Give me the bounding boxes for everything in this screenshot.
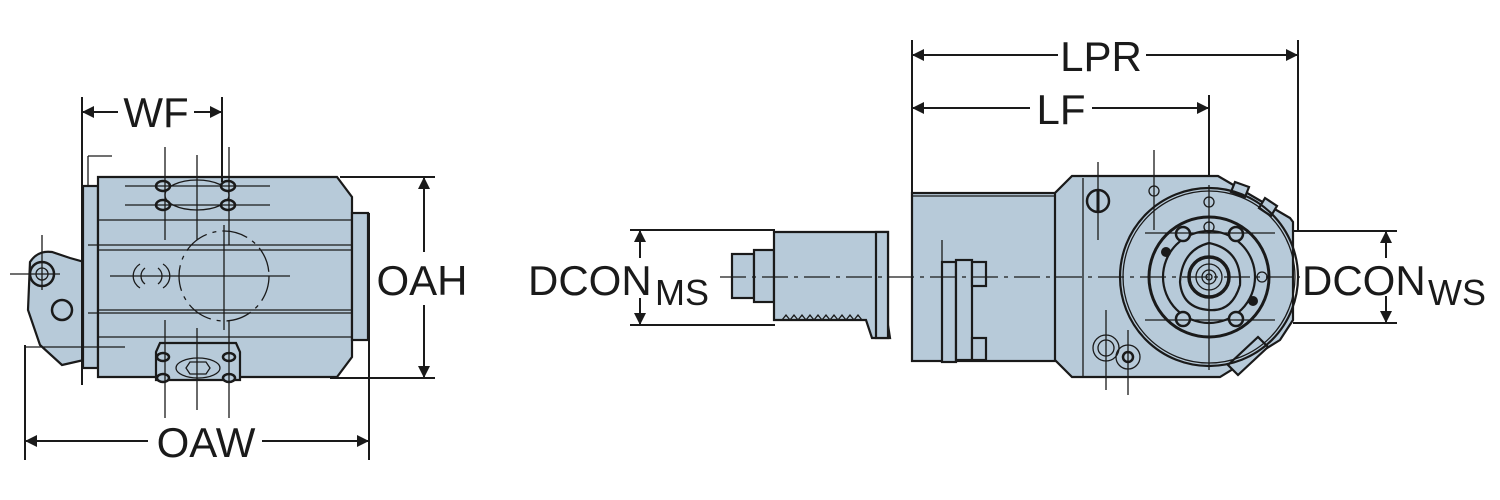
right-flange [350, 211, 370, 342]
dimension-oaw: OAW [24, 213, 370, 466]
label-dcon-ms: DCON [528, 257, 652, 304]
left-flange [81, 184, 100, 370]
label-dcon-ws: DCON [1302, 257, 1426, 304]
label-wf: WF [123, 89, 188, 136]
label-oaw: OAW [157, 419, 256, 466]
label-lf: LF [1036, 86, 1085, 133]
side-view: WF OAH OAW [10, 89, 468, 466]
dimension-wf: WF [81, 89, 223, 385]
front-view: LPR LF DCON MS DCON WS [528, 33, 1486, 395]
shank-tip [730, 252, 756, 300]
dimension-lpr: LPR [911, 33, 1299, 232]
label-dcon-ws-subscript: WS [1428, 272, 1486, 313]
main-body [96, 175, 354, 379]
label-oah: OAH [376, 257, 467, 304]
flange-bolt [970, 260, 988, 288]
shank-cylinder [772, 230, 892, 340]
dimension-dcon-ws: DCON WS [1293, 230, 1486, 324]
dimension-lf: LF [912, 86, 1210, 176]
bolt-hole [1174, 225, 1192, 243]
dimension-oah: OAH [330, 176, 468, 379]
dimension-dcon-ms: DCON MS [528, 229, 775, 326]
label-dcon-ms-subscript: MS [655, 272, 709, 313]
clamp-hole [50, 298, 74, 322]
label-lpr: LPR [1060, 33, 1142, 80]
